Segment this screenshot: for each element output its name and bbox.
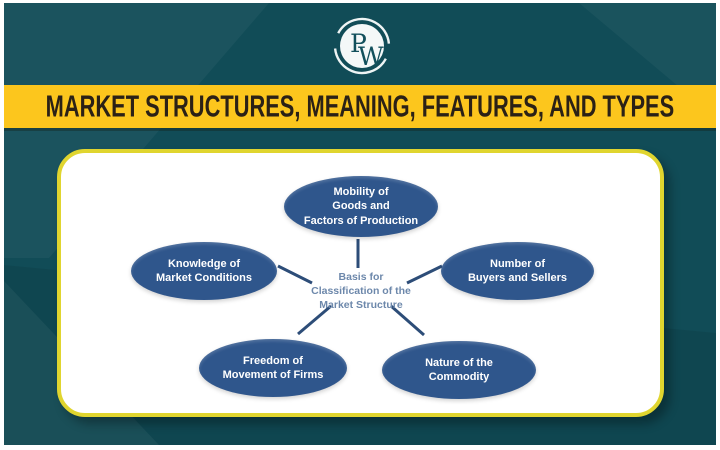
diagram-center-label: Basis for Classification of the Market S…: [311, 271, 411, 312]
pw-logo-disc: [340, 24, 384, 68]
pw-logo-letter-w: W: [358, 42, 384, 71]
node-number-of-buyers-and-sellers: Number of Buyers and Sellers: [441, 242, 594, 300]
pw-logo-letter-p: P: [350, 29, 367, 58]
node-nature-of-the-commodity: Nature of the Commodity: [382, 341, 536, 399]
poster-background: P W MARKET STRUCTURES, MEANING, FEATURES…: [4, 3, 716, 445]
pw-logo: P W: [333, 17, 391, 75]
title-banner: MARKET STRUCTURES, MEANING, FEATURES, AN…: [4, 85, 716, 128]
node-mobility-of-goods: Mobility of Goods and Factors of Product…: [284, 176, 438, 237]
page-title: MARKET STRUCTURES, MEANING, FEATURES, AN…: [45, 89, 675, 123]
node-knowledge-of-market-conditions: Knowledge of Market Conditions: [131, 242, 277, 300]
node-freedom-of-movement-of-firms: Freedom of Movement of Firms: [199, 339, 347, 397]
